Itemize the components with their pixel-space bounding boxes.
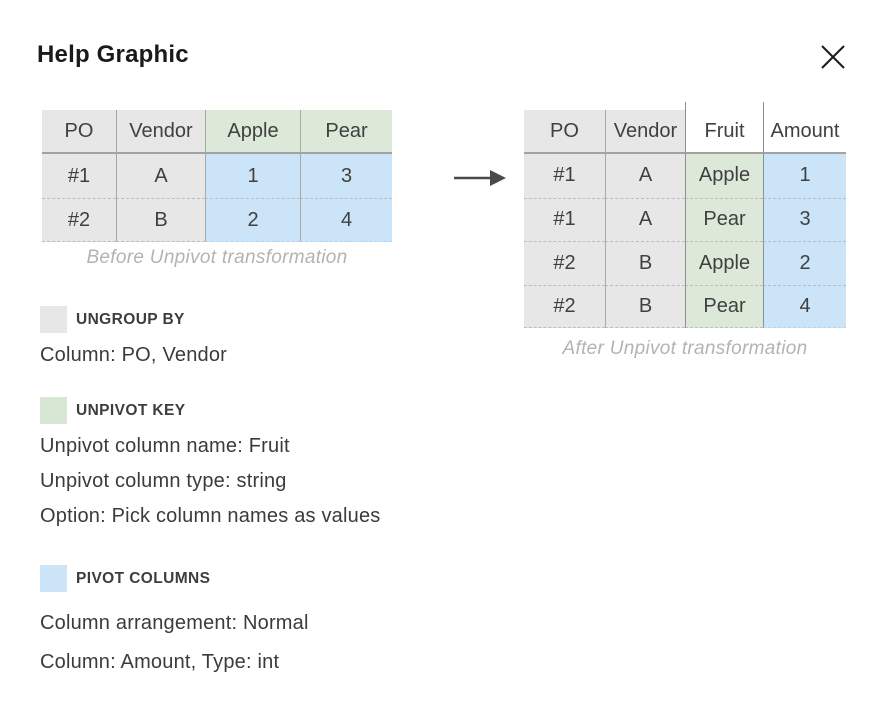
table-cell: 2	[763, 241, 846, 285]
legend-unpivot-line: Unpivot column name: Fruit	[40, 435, 290, 457]
table-cell: B	[605, 284, 685, 328]
table-cell: #2	[524, 241, 605, 285]
before-table-caption: Before Unpivot transformation	[86, 247, 348, 268]
table-header-cell: Pear	[300, 110, 392, 154]
table-cell: 3	[763, 197, 846, 241]
legend-unpivot-label: UNPIVOT KEY	[76, 401, 186, 419]
unpivot-color-swatch	[40, 397, 67, 424]
table-header-cell: Fruit	[685, 110, 763, 154]
table-cell: Pear	[685, 284, 763, 328]
close-button[interactable]	[814, 38, 852, 76]
table-cell: #1	[42, 154, 116, 198]
table-cell: B	[605, 241, 685, 285]
pivot-color-swatch	[40, 565, 67, 592]
ungroup-color-swatch	[40, 306, 67, 333]
table-cell: 4	[763, 284, 846, 328]
table-cell: 1	[205, 154, 300, 198]
table-cell: #2	[42, 198, 116, 242]
table-cell: 4	[300, 198, 392, 242]
table-header-cell: Apple	[205, 110, 300, 154]
legend-ungroup-label: UNGROUP BY	[76, 310, 185, 328]
table-cell: A	[605, 154, 685, 198]
legend-ungroup-line: Column: PO, Vendor	[40, 344, 228, 366]
arrow-right-icon	[454, 170, 506, 186]
page-title: Help Graphic	[37, 41, 189, 68]
table-cell: Apple	[685, 154, 763, 198]
table-cell: Apple	[685, 241, 763, 285]
close-icon	[821, 45, 845, 69]
table-header-cell: Amount	[763, 110, 846, 154]
table-cell: #2	[524, 284, 605, 328]
table-cell: Pear	[685, 197, 763, 241]
legend-unpivot-line: Option: Pick column names as values	[40, 505, 381, 527]
table-cell: 1	[763, 154, 846, 198]
table-cell: A	[605, 197, 685, 241]
column-separator-stub	[685, 102, 686, 110]
table-cell: 2	[205, 198, 300, 242]
table-header-cell: Vendor	[116, 110, 205, 154]
table-header-cell: Vendor	[605, 110, 685, 154]
table-cell: #1	[524, 197, 605, 241]
table-cell: 3	[300, 154, 392, 198]
table-cell: A	[116, 154, 205, 198]
legend-pivot-header: PIVOT COLUMNS	[40, 565, 210, 592]
legend-unpivot-line: Unpivot column type: string	[40, 470, 287, 492]
table-header-cell: PO	[524, 110, 605, 154]
before-table: PO Vendor Apple Pear #1 A 1 3 #2 B 2 4	[42, 110, 392, 242]
legend-pivot-line: Column arrangement: Normal	[40, 612, 309, 634]
after-table: PO Vendor Fruit Amount #1 A Apple 1 #1 A…	[524, 110, 846, 328]
legend-pivot-line: Column: Amount, Type: int	[40, 651, 280, 673]
legend-pivot-label: PIVOT COLUMNS	[76, 569, 211, 587]
table-cell: #1	[524, 154, 605, 198]
legend-ungroup-header: UNGROUP BY	[40, 306, 185, 333]
table-cell: B	[116, 198, 205, 242]
after-table-caption: After Unpivot transformation	[562, 338, 808, 359]
legend-unpivot-header: UNPIVOT KEY	[40, 397, 185, 424]
table-header-cell: PO	[42, 110, 116, 154]
column-separator-stub	[763, 102, 764, 110]
